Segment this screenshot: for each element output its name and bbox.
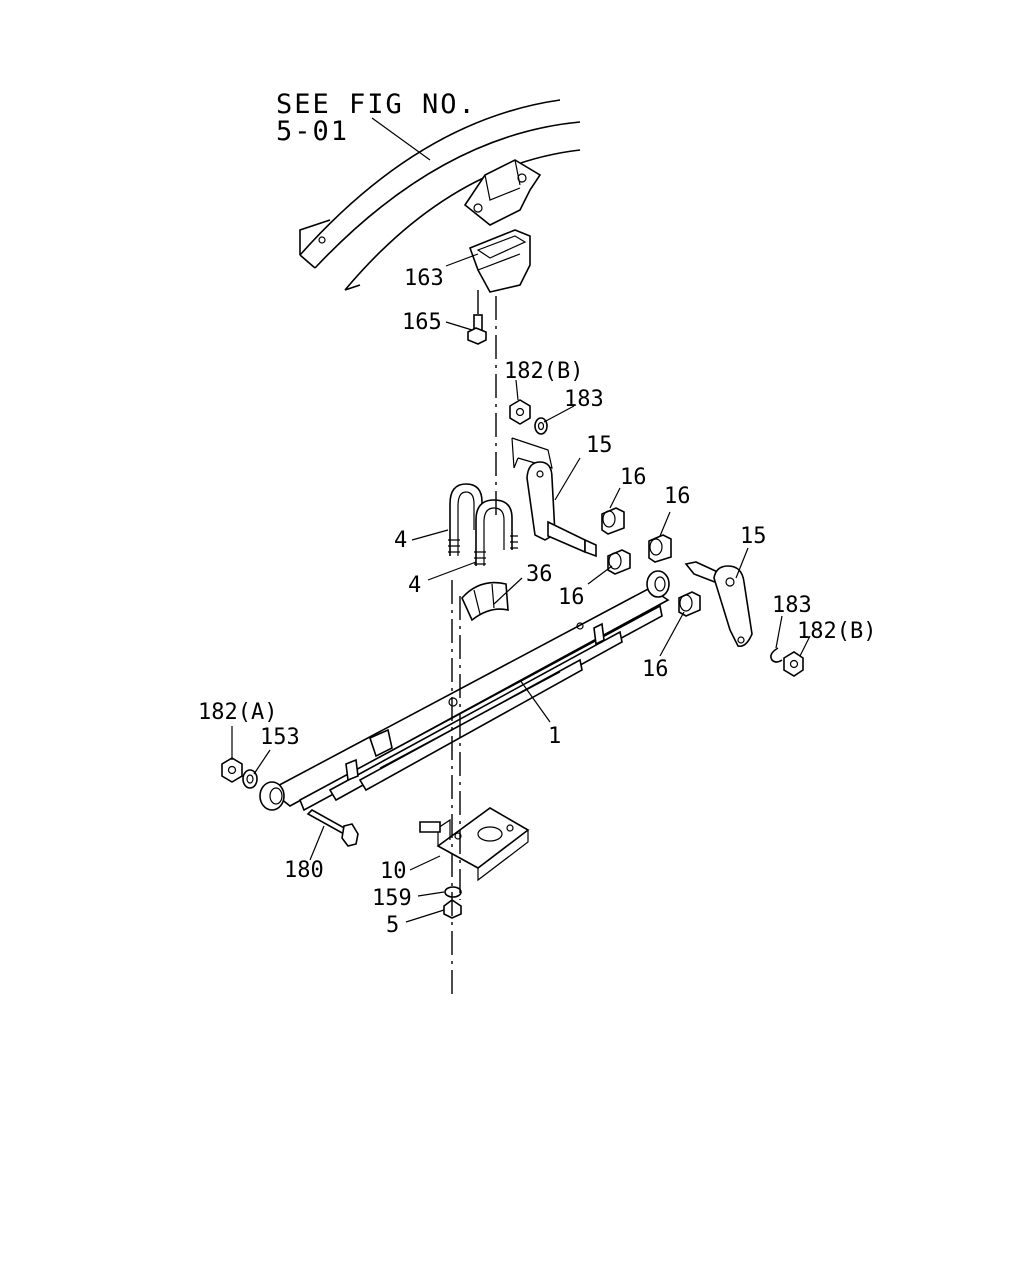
callout-16-d: 16: [642, 657, 669, 682]
bushing-16-d: [678, 591, 701, 617]
shackle-15-left: [511, 437, 597, 558]
callout-183-right: 183: [772, 593, 812, 618]
washer-153: [242, 769, 258, 789]
nut-182a: [221, 757, 243, 783]
callout-5: 5: [386, 913, 399, 938]
callout-159: 159: [372, 886, 412, 911]
clip-183-right: [770, 647, 783, 663]
callout-165: 165: [402, 310, 442, 335]
washer-159: [444, 886, 462, 898]
callout-16-c: 16: [558, 585, 585, 610]
spring-seat-10: [419, 807, 530, 882]
bolt-180: [306, 809, 359, 847]
callout-182b-top: 182(B): [504, 359, 583, 384]
nut-182b-right: [783, 651, 804, 677]
callout-36: 36: [526, 562, 553, 587]
spacer-36: [461, 581, 509, 622]
nut-182b-top: [509, 399, 531, 425]
bump-stopper-163: [468, 229, 531, 293]
frame-rail: [299, 99, 581, 291]
callout-10: 10: [380, 859, 407, 884]
bushing-16-b: [648, 534, 672, 563]
bushing-16-c: [607, 549, 631, 575]
callout-180: 180: [284, 858, 324, 883]
callout-16-a: 16: [620, 465, 647, 490]
callout-163: 163: [404, 266, 444, 291]
u-bolt-4-front: [474, 499, 518, 566]
callout-4-a: 4: [394, 528, 407, 553]
leader-lines: [231, 117, 811, 923]
shackle-15-right: [684, 561, 753, 648]
clip-183-top: [534, 417, 548, 435]
callout-182a: 182(A): [198, 700, 277, 725]
bushing-16-a: [601, 507, 625, 535]
bolt-165: [467, 314, 487, 345]
callout-183-top: 183: [564, 387, 604, 412]
center-lines: [451, 290, 497, 1000]
callout-16-b: 16: [664, 484, 691, 509]
callout-153: 153: [260, 725, 300, 750]
callout-182b-right: 182(B): [797, 619, 876, 644]
callout-15-right: 15: [740, 524, 767, 549]
leaf-spring-1: [259, 570, 670, 812]
u-bolt-4-back: [448, 483, 483, 556]
reference-line-2: 5-01: [276, 116, 349, 147]
callout-15-left: 15: [586, 433, 613, 458]
callout-1: 1: [548, 724, 561, 749]
callout-4-b: 4: [408, 573, 421, 598]
reference-line-1: SEE FIG NO.: [276, 89, 477, 120]
callout-labels: SEE FIG NO. 5-01 163 165 182(B) 183 15 1…: [198, 89, 876, 938]
